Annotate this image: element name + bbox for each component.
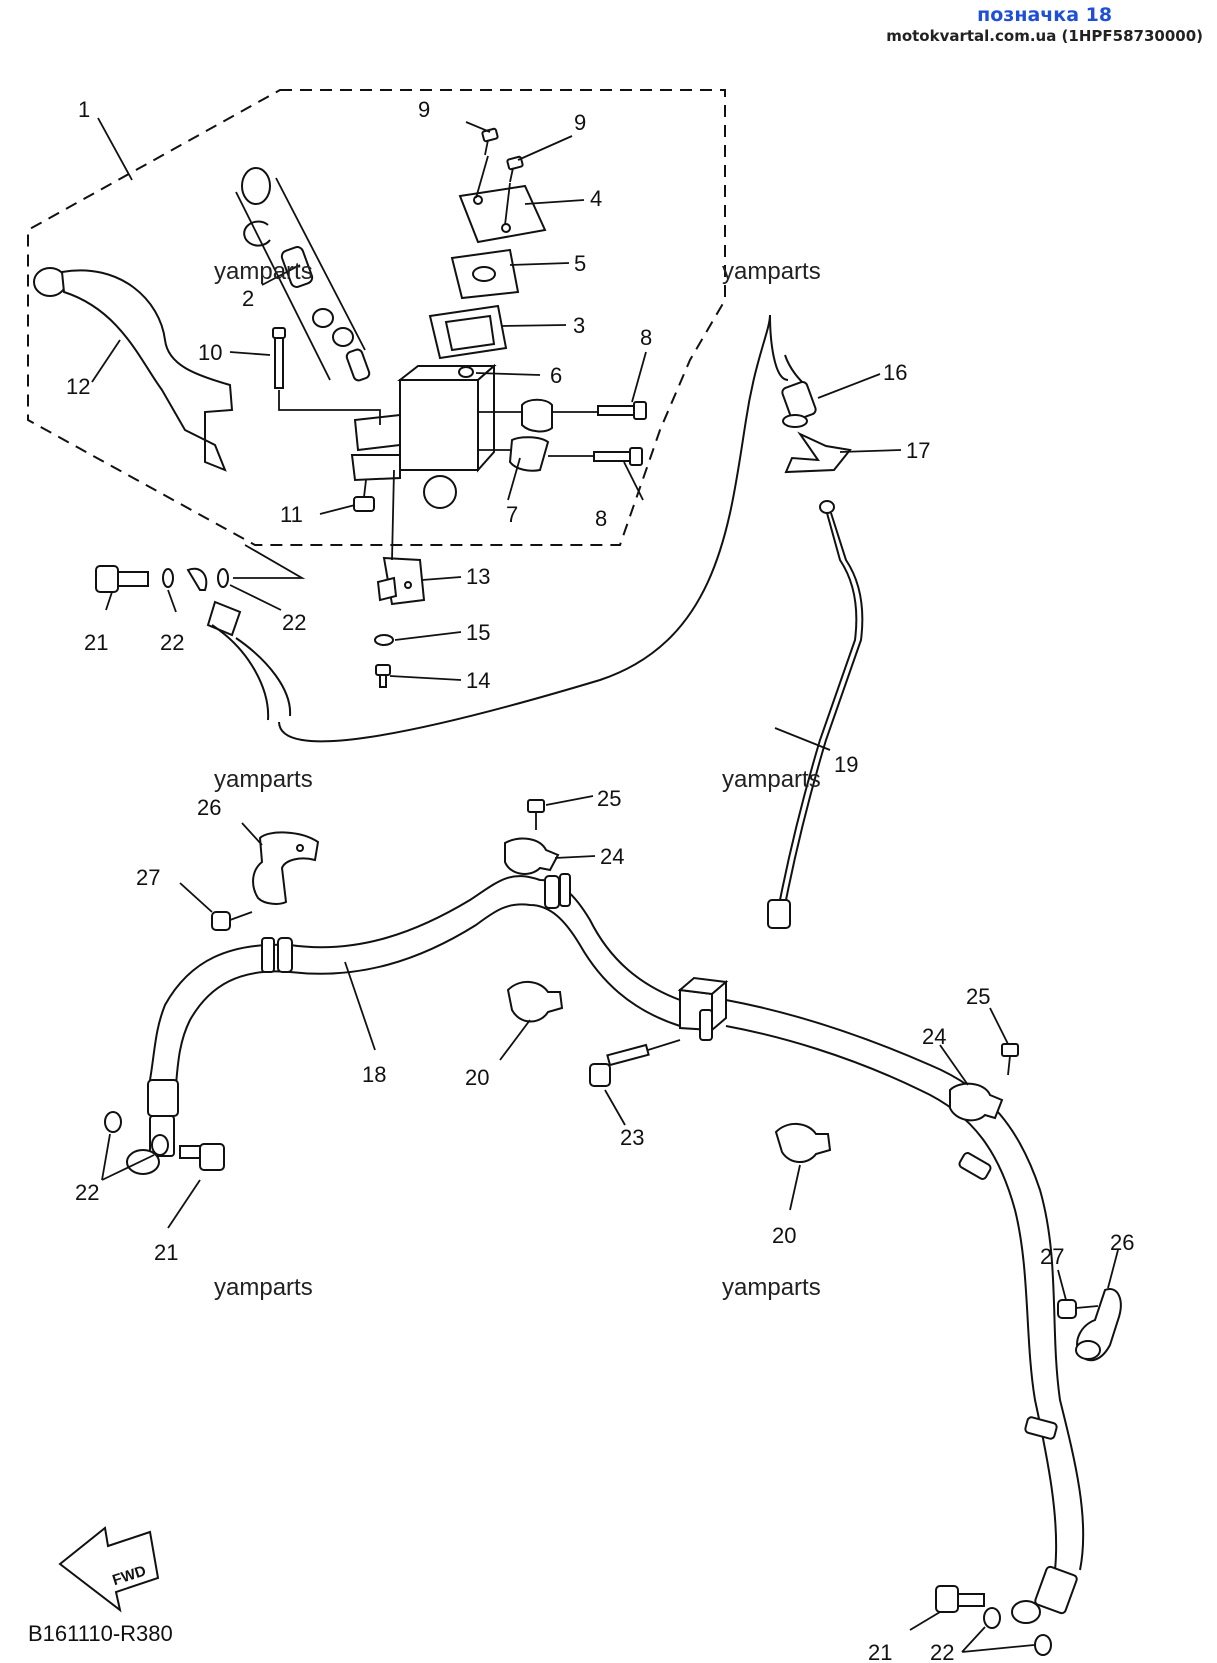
label-27a: 27 (136, 865, 160, 890)
label-20b: 20 (772, 1223, 796, 1248)
watermarks: yamparts yamparts yamparts yamparts yamp… (214, 258, 821, 1301)
label-9a: 9 (418, 97, 430, 122)
label-21b: 21 (154, 1240, 178, 1265)
header: позначка 18 motokvartal.com.ua (1HPF5873… (886, 4, 1203, 45)
watermark-2: yamparts (722, 258, 821, 285)
leader-lines (91, 117, 902, 1051)
label-8b: 8 (595, 506, 607, 531)
label-3: 3 (573, 313, 585, 338)
left-hose (126, 873, 681, 1175)
label-24a: 24 (600, 844, 624, 869)
label-24b: 24 (922, 1024, 946, 1049)
label-7: 7 (506, 502, 518, 527)
label-8a: 8 (640, 325, 652, 350)
label-22c: 22 (75, 1180, 99, 1205)
right-hose (699, 999, 1085, 1624)
label-27b: 27 (1040, 1244, 1064, 1269)
part-labels: 1 2 3 4 5 6 7 8 8 9 9 10 11 12 13 14 15 … (66, 97, 1134, 1663)
banjo-line (233, 544, 306, 579)
bolt-23 (589, 1039, 681, 1126)
brake-pipe (767, 500, 864, 929)
watermark-3: yamparts (214, 766, 313, 793)
clip-17 (784, 431, 852, 474)
label-11: 11 (280, 502, 303, 527)
lower-left-washer-b (151, 1134, 169, 1156)
upper-hose (186, 314, 771, 743)
screw-27-upper (179, 882, 253, 931)
header-tag: позначка 18 (977, 4, 1113, 26)
drawing-code: B161110-R380 (28, 1621, 173, 1646)
label-1: 1 (78, 97, 90, 122)
clamp-24-upper (504, 795, 596, 875)
label-25b: 25 (966, 984, 990, 1009)
label-14: 14 (466, 668, 490, 693)
upper-washer-a (162, 568, 174, 588)
label-21a: 21 (84, 630, 108, 655)
washer-15 (374, 634, 394, 646)
lower-right-washer-a (983, 1607, 1001, 1629)
label-5: 5 (574, 251, 586, 276)
fwd-arrow: FWD (58, 1526, 160, 1613)
lower-right-union-bolt (909, 1585, 985, 1631)
label-22a: 22 (160, 630, 184, 655)
label-4: 4 (590, 186, 602, 211)
label-22b: 22 (282, 610, 306, 635)
lower-left-washer-a (104, 1111, 122, 1133)
upper-fitting-16 (769, 314, 817, 428)
cap-screws (475, 127, 524, 226)
watermark-4: yamparts (722, 766, 821, 793)
lower-left-washer-leaders (101, 1133, 155, 1181)
label-16: 16 (883, 360, 907, 385)
diaphragm-plate (450, 248, 520, 300)
guide-26-lower (1075, 1249, 1122, 1362)
label-22d: 22 (930, 1640, 954, 1663)
clamp-20-left (499, 981, 564, 1061)
brake-lever (33, 267, 234, 472)
label-10: 10 (198, 340, 222, 365)
label-20a: 20 (465, 1065, 489, 1090)
label-26b: 26 (1110, 1230, 1134, 1255)
piston-kit (235, 167, 371, 382)
label-19: 19 (834, 752, 858, 777)
label-18: 18 (362, 1062, 386, 1087)
label-12: 12 (66, 374, 90, 399)
holder-bolts (548, 401, 647, 466)
clamp-20-right (774, 1123, 832, 1211)
upper-union-bolt (95, 565, 149, 593)
label-15: 15 (466, 620, 490, 645)
label-17: 17 (906, 438, 930, 463)
watermark-5: yamparts (214, 1274, 313, 1301)
label-25a: 25 (597, 786, 621, 811)
upper-washer-b (217, 568, 229, 588)
master-cylinder-body (350, 363, 497, 509)
float (458, 366, 474, 378)
screw-14 (375, 664, 391, 688)
watermark-6: yamparts (722, 1274, 821, 1301)
label-2: 2 (242, 286, 254, 311)
guide-26-upper (241, 822, 320, 905)
label-6: 6 (550, 363, 562, 388)
diaphragm (428, 304, 508, 360)
label-26a: 26 (197, 795, 221, 820)
clamp-24-lower (939, 1007, 1019, 1122)
watermark-1: yamparts (214, 258, 313, 285)
label-21c: 21 (868, 1640, 892, 1663)
label-9b: 9 (574, 110, 586, 135)
assembly-boundary (27, 89, 726, 546)
bolt-10 (272, 327, 381, 425)
brake-switch (376, 469, 426, 606)
lower-right-washer-b (1034, 1634, 1052, 1656)
screw-27-lower (1057, 1269, 1099, 1319)
lower-left-union-bolt (167, 1143, 225, 1229)
reservoir-cap (458, 184, 547, 244)
label-13: 13 (466, 564, 490, 589)
label-23: 23 (620, 1125, 644, 1150)
nut-11 (353, 479, 375, 512)
lower-right-washer-leaders (961, 1626, 1035, 1653)
header-site: motokvartal.com.ua (1HPF58730000) (886, 27, 1203, 45)
